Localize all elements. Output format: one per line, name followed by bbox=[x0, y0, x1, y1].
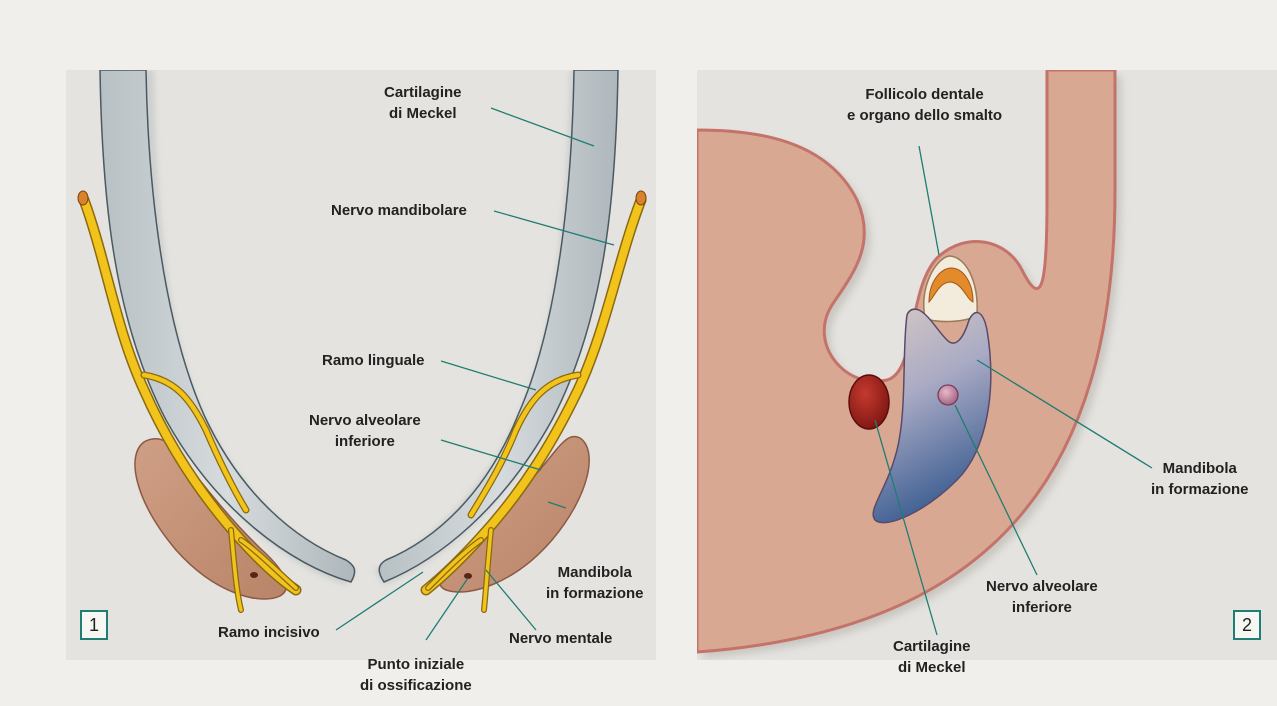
label-punto-iniziale-ossificazione: Punto iniziale di ossificazione bbox=[360, 654, 472, 696]
label-cartilagine-meckel-1: Cartilagine di Meckel bbox=[384, 82, 462, 124]
label-nervo-mandibolare: Nervo mandibolare bbox=[331, 200, 467, 221]
panel-2-illustration: Follicolo dentale e organo dello smalto … bbox=[697, 70, 1277, 660]
label-mandibola-in-formazione-1: Mandibola in formazione bbox=[546, 562, 644, 604]
panel-1-illustration: Cartilagine di Meckel Nervo mandibolare … bbox=[66, 70, 656, 660]
ossification-point-left bbox=[250, 572, 258, 578]
label-ramo-linguale: Ramo linguale bbox=[322, 350, 425, 371]
label-mandibola-in-formazione-2: Mandibola in formazione bbox=[1151, 458, 1249, 500]
panel-2-drawing bbox=[697, 70, 1277, 660]
label-cartilagine-meckel-2: Cartilagine di Meckel bbox=[893, 636, 971, 678]
figure-number-1: 1 bbox=[80, 610, 108, 640]
label-ramo-incisivo: Ramo incisivo bbox=[218, 622, 320, 643]
label-nervo-alveolare-inferiore-2: Nervo alveolare inferiore bbox=[986, 576, 1098, 618]
meckel-cartilage-right bbox=[379, 70, 618, 582]
label-nervo-alveolare-inferiore-1: Nervo alveolare inferiore bbox=[309, 410, 421, 452]
meckel-cartilage-cross-section bbox=[849, 375, 889, 429]
label-nervo-mentale: Nervo mentale bbox=[509, 628, 612, 649]
figure-number-2: 2 bbox=[1233, 610, 1261, 640]
meckel-cartilage-left bbox=[100, 70, 355, 582]
inferior-alveolar-nerve-cross-section bbox=[938, 385, 958, 405]
label-follicolo-dentale: Follicolo dentale e organo dello smalto bbox=[847, 84, 1002, 126]
